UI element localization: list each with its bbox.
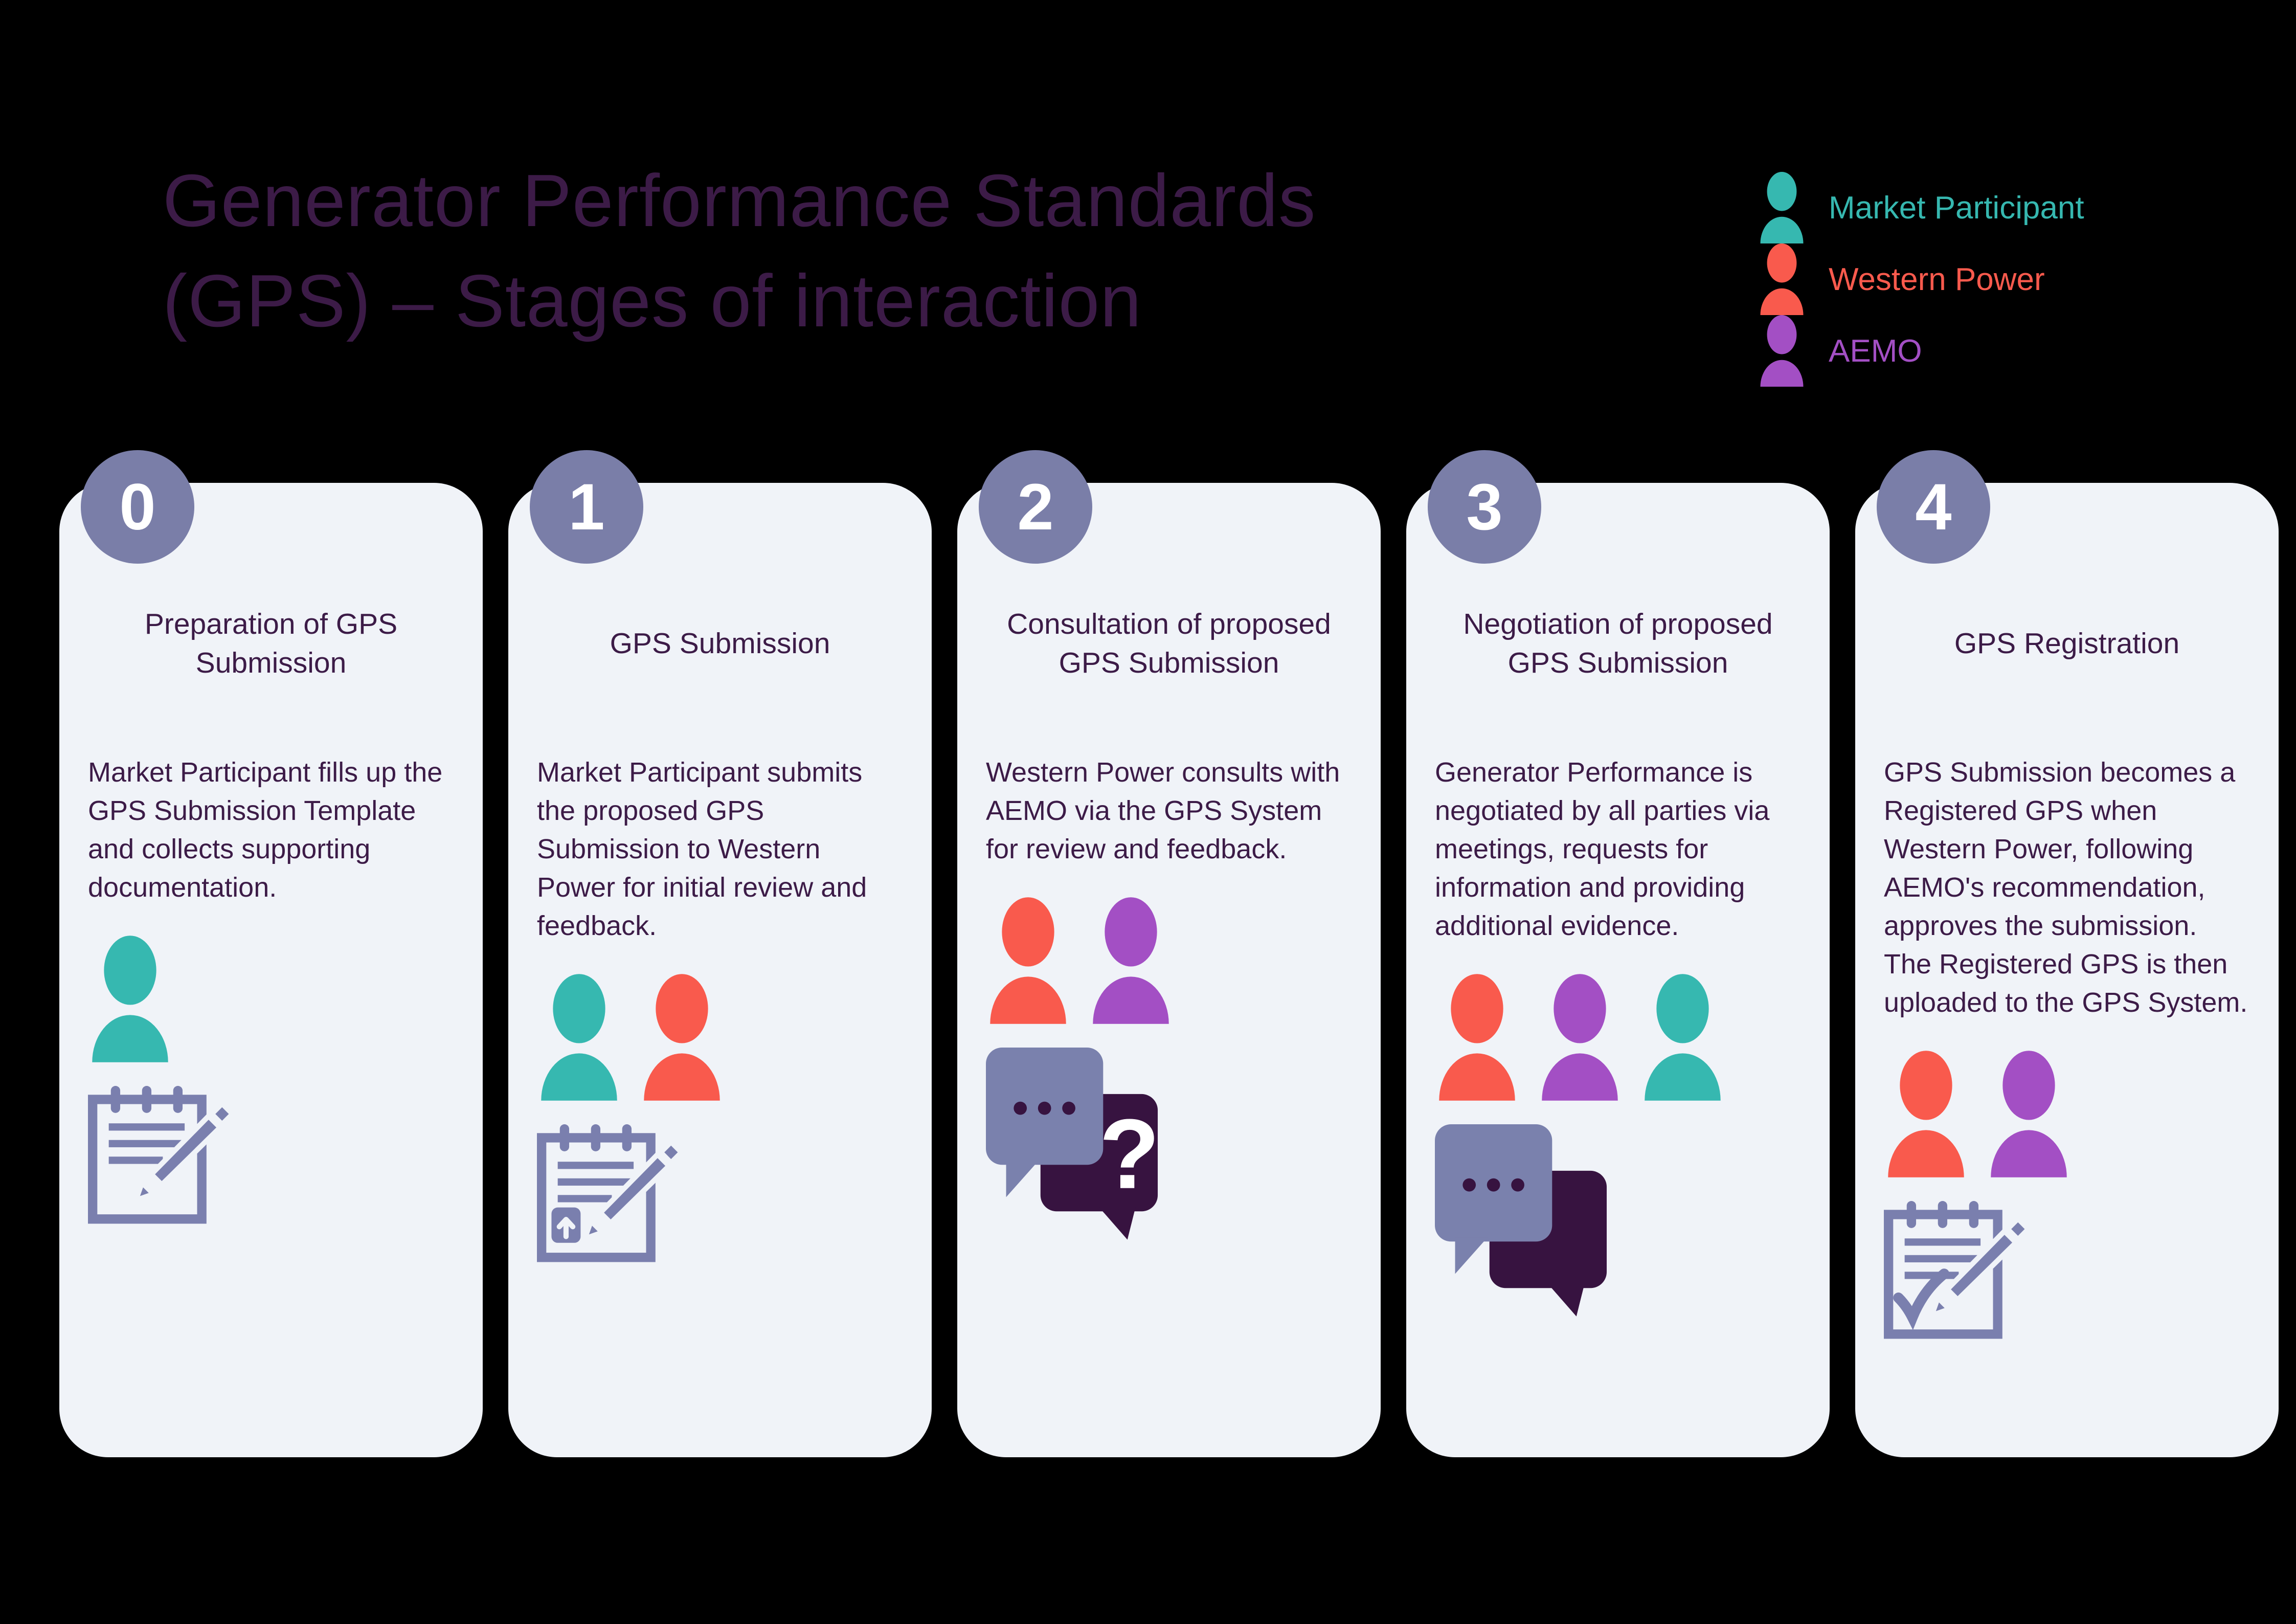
legend-item-market-participant: Market Participant [1758, 172, 2084, 243]
aemo-person-icon [1758, 315, 1806, 387]
chat-icon [1435, 1124, 1801, 1319]
legend-item-western-power: Western Power [1758, 243, 2084, 315]
market-participant-person-icon [88, 936, 172, 1062]
stage-card-2: 2 Consultation of proposed GPS Submissio… [957, 450, 1381, 1457]
stage-card-0: 0 Preparation of GPS Submission Market P… [59, 450, 483, 1457]
stage-number: 2 [1017, 470, 1054, 544]
stage-title: Preparation of GPS Submission [144, 608, 398, 679]
stage-number-badge: 4 [1877, 450, 1990, 564]
chat-question-icon: ? [986, 1048, 1352, 1242]
svg-text:?: ? [1099, 1099, 1160, 1210]
stage-description: Generator Performance is negotiated by a… [1435, 757, 1770, 941]
legend: Market Participant Western Power AEMO [1758, 172, 2084, 387]
stage-number: 3 [1466, 470, 1503, 544]
western-power-person-icon [1435, 974, 1519, 1101]
stage-number-badge: 0 [81, 450, 194, 564]
stage-card-4: 4 GPS Registration GPS Submission become… [1855, 450, 2279, 1457]
aemo-person-icon [1987, 1051, 2071, 1177]
stage-card-3: 3 Negotiation of proposed GPS Submission… [1406, 450, 1830, 1457]
aemo-person-icon [1089, 897, 1173, 1024]
stage-description: Market Participant fills up the GPS Subm… [88, 757, 443, 903]
western-power-person-icon [1884, 1051, 1968, 1177]
legend-label: Market Participant [1829, 190, 2084, 226]
legend-label: Western Power [1829, 261, 2045, 297]
page-title: Generator Performance Standards (GPS) – … [163, 151, 1316, 351]
stage-card-1: 1 GPS Submission Market Participant subm… [508, 450, 932, 1457]
stage-title: GPS Submission [610, 627, 830, 660]
stage-number-badge: 2 [979, 450, 1092, 564]
stages-row: 0 Preparation of GPS Submission Market P… [59, 450, 2279, 1457]
stage-number: 4 [1915, 470, 1952, 544]
notepad-upload-pencil-icon [537, 1124, 903, 1263]
actor-icons [986, 897, 1352, 1024]
actor-icons [1884, 1051, 2250, 1177]
actor-icons [1435, 974, 1801, 1101]
stage-title: GPS Registration [1954, 627, 2180, 660]
stage-number: 1 [568, 470, 605, 544]
western-power-person-icon [640, 974, 724, 1101]
stage-description: Market Participant submits the proposed … [537, 757, 867, 941]
western-power-person-icon [986, 897, 1070, 1024]
notepad-pencil-icon [88, 1086, 454, 1225]
stage-title: Negotiation of proposed GPS Submission [1463, 608, 1773, 679]
aemo-person-icon [1538, 974, 1622, 1101]
page-title-line-2: (GPS) – Stages of interaction [163, 259, 1142, 342]
legend-label: AEMO [1829, 333, 1922, 369]
stage-number-badge: 3 [1428, 450, 1541, 564]
legend-item-aemo: AEMO [1758, 315, 2084, 387]
stage-description: Western Power consults with AEMO via the… [986, 757, 1340, 864]
stage-title: Consultation of proposed GPS Submission [1007, 608, 1331, 679]
stage-description: GPS Submission becomes a Registered GPS … [1884, 757, 2248, 1018]
western-power-person-icon [1758, 243, 1806, 315]
market-participant-person-icon [1640, 974, 1725, 1101]
market-participant-person-icon [537, 974, 621, 1101]
stage-number-badge: 1 [530, 450, 643, 564]
actor-icons [537, 974, 903, 1101]
market-participant-person-icon [1758, 172, 1806, 243]
actor-icons [88, 936, 454, 1062]
stage-number: 0 [119, 470, 156, 544]
page-title-line-1: Generator Performance Standards [163, 159, 1316, 242]
notepad-check-pencil-icon [1884, 1201, 2250, 1340]
